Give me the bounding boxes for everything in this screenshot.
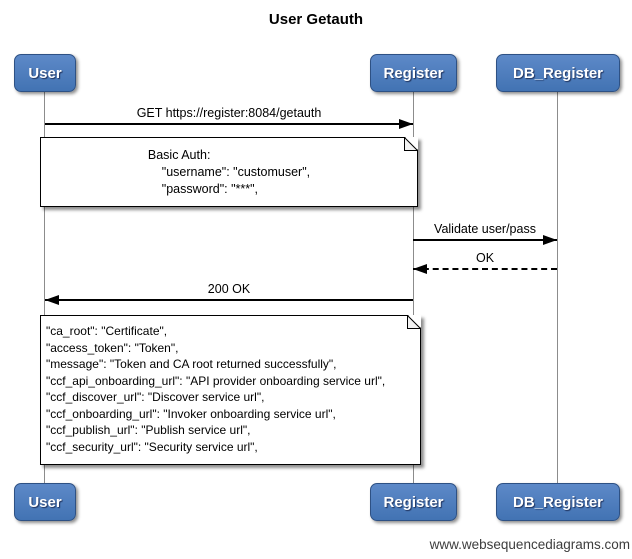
note-fold-icon <box>407 314 422 329</box>
lifeline-register <box>413 92 414 484</box>
note-line: "username": "customuser", <box>147 164 311 179</box>
arrowhead-left-icon <box>413 264 427 274</box>
actor-box-db-register-bottom: DB_Register <box>496 483 620 521</box>
actor-label-db-register: DB_Register <box>512 64 604 82</box>
message-label-get-getauth: GET https://register:8084/getauth <box>136 106 322 120</box>
lifeline-user <box>44 92 45 484</box>
arrowhead-left-icon <box>45 295 59 305</box>
note-line: "password": "***", <box>147 181 259 196</box>
actor-label-register: Register <box>383 493 444 511</box>
actor-box-user-bottom: User <box>14 483 76 521</box>
note-line: "ccf_publish_url": "Publish service url"… <box>46 423 251 437</box>
message-line-ok <box>413 268 557 270</box>
actor-box-user-top: User <box>14 54 76 92</box>
actor-label-register: Register <box>383 64 444 82</box>
message-line-200-ok <box>45 299 413 301</box>
message-line-validate <box>413 239 557 241</box>
note-line: "ccf_onboarding_url": "Invoker onboardin… <box>46 406 336 421</box>
actor-label-user: User <box>28 64 62 82</box>
message-line-get-getauth <box>45 123 413 125</box>
note-response: "ca_root": "Certificate", "access_token"… <box>40 314 422 465</box>
message-label-ok: OK <box>475 251 495 265</box>
diagram-title: User Getauth <box>268 11 364 28</box>
note-fold-icon <box>404 136 419 151</box>
actor-box-register-top: Register <box>370 54 457 92</box>
note-line: "ccf_api_onboarding_url": "API provider … <box>46 373 386 388</box>
arrowhead-right-icon <box>399 119 413 129</box>
message-label-200-ok: 200 OK <box>207 282 251 296</box>
actor-label-user: User <box>28 493 62 511</box>
note-basic-auth: Basic Auth: "username": "customuser", "p… <box>40 136 419 207</box>
arrowhead-right-icon <box>543 235 557 245</box>
actor-box-register-bottom: Register <box>370 483 457 521</box>
actor-box-db-register-top: DB_Register <box>496 54 620 92</box>
lifeline-db-register <box>557 92 558 484</box>
note-line: "ccf_security_url": "Security service ur… <box>46 439 258 454</box>
watermark-websequencediagrams: www.websequencediagrams.com <box>429 537 630 552</box>
message-label-validate: Validate user/pass <box>434 222 536 236</box>
note-line: "access_token": "Token", <box>46 340 179 355</box>
note-line: "ca_root": "Certificate", <box>46 324 168 338</box>
note-line: "message": "Token and CA root returned s… <box>46 357 337 371</box>
note-line: Basic Auth: <box>147 147 211 162</box>
note-line: "ccf_discover_url": "Discover service ur… <box>46 390 265 404</box>
note-body: "ca_root": "Certificate", "access_token"… <box>46 323 415 455</box>
note-body: Basic Auth: "username": "customuser", "p… <box>148 147 310 198</box>
actor-label-db-register: DB_Register <box>512 493 604 511</box>
